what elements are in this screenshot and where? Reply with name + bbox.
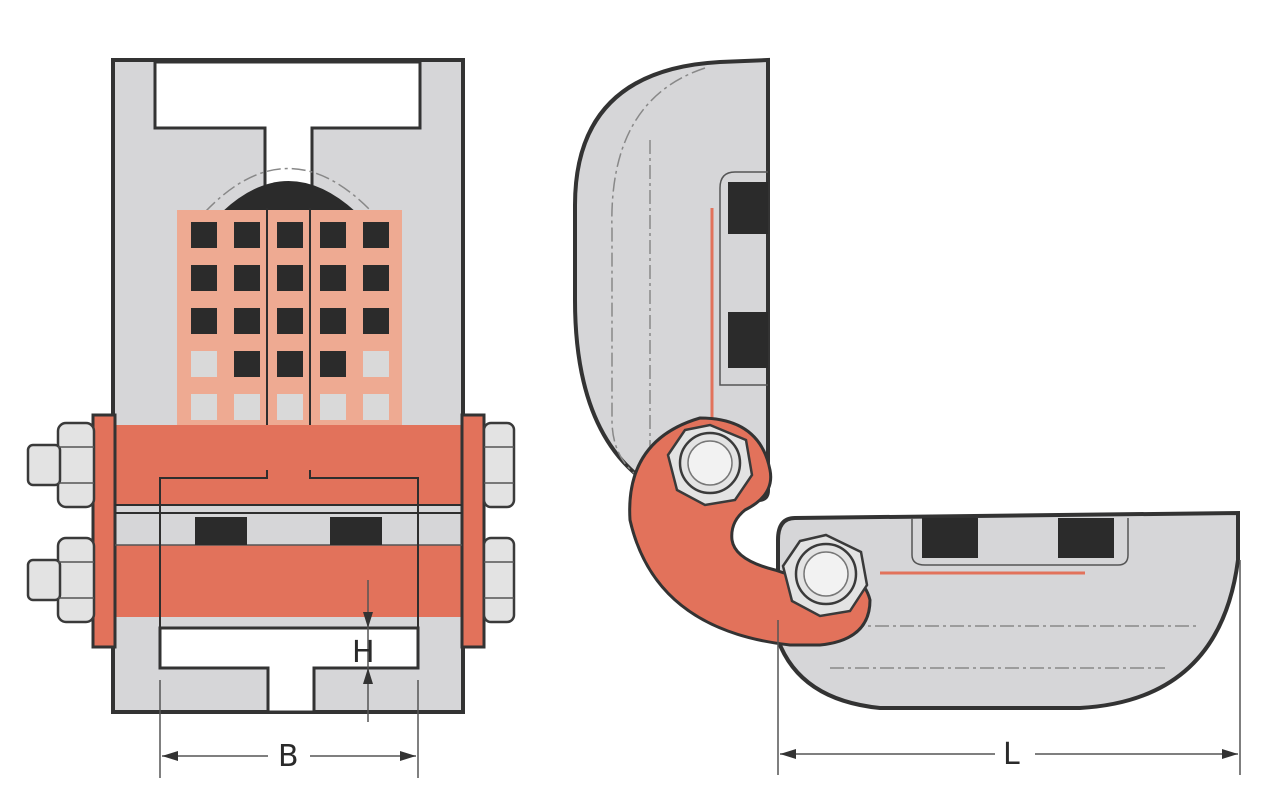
dimension-l-label: L	[1003, 737, 1020, 772]
side-plate-left	[91, 413, 117, 649]
grid-hole	[191, 222, 217, 248]
bottom-slot	[158, 626, 420, 714]
side-plate-right	[460, 413, 486, 649]
grid-hole	[277, 351, 303, 377]
grid-hole	[234, 265, 260, 291]
nut-right-upper	[482, 421, 516, 509]
grid-hole	[363, 394, 389, 420]
grid-hole	[277, 265, 303, 291]
grid-hole	[363, 308, 389, 334]
lower-housing	[776, 510, 1240, 710]
dimension-h-label: H	[352, 635, 375, 670]
grid-hole	[320, 394, 346, 420]
grid-hole	[320, 308, 346, 334]
grid-hole	[320, 222, 346, 248]
nut-left-lower	[26, 536, 96, 624]
grid-hole	[320, 351, 346, 377]
grid-hole	[234, 394, 260, 420]
grid-hole	[234, 351, 260, 377]
copper-bar-lower	[113, 545, 463, 617]
grid-hole	[363, 265, 389, 291]
grid-hole	[191, 394, 217, 420]
grid-hole	[191, 265, 217, 291]
lower-insert-2	[1058, 518, 1114, 558]
insert-left	[195, 517, 247, 545]
upper-insert-1	[728, 182, 768, 234]
grid-hole	[234, 308, 260, 334]
dimension-l: L	[777, 560, 1241, 775]
grid-hole	[191, 351, 217, 377]
grid-holes	[191, 222, 389, 420]
nut-right-lower	[482, 536, 516, 624]
grid-hole	[234, 222, 260, 248]
side-view: L	[573, 57, 1241, 775]
nut-left-upper	[26, 421, 96, 509]
grid-hole	[363, 222, 389, 248]
cross-section-view: H B	[26, 58, 516, 778]
grid-hole	[191, 308, 217, 334]
grid-hole	[277, 394, 303, 420]
dimension-b-label: B	[278, 739, 299, 774]
grid-hole	[363, 351, 389, 377]
dimension-h: H	[352, 580, 375, 722]
copper-bar-upper	[113, 425, 463, 505]
grid-hole	[320, 265, 346, 291]
bolt-upper	[666, 423, 754, 507]
lower-insert-1	[922, 518, 978, 558]
bolt-lower	[781, 533, 869, 618]
insert-right	[330, 517, 382, 545]
grid-hole	[277, 308, 303, 334]
dark-dome	[222, 181, 356, 212]
upper-insert-2	[728, 312, 768, 368]
grid-hole	[277, 222, 303, 248]
dimension-b: B	[159, 680, 419, 778]
